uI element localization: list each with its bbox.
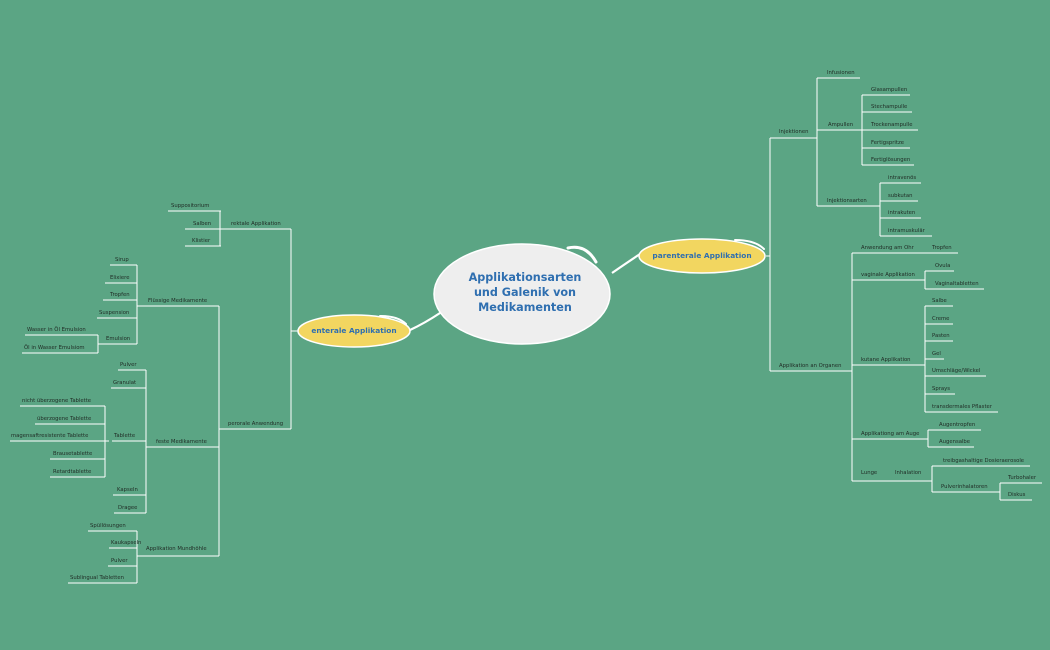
node-inhalation[interactable]: Inhalation (895, 470, 922, 476)
node-infusionen[interactable]: Infusionen (827, 70, 855, 76)
enteral-node-title[interactable]: enterale Applikation (311, 326, 397, 335)
node-vaginale-applikation[interactable]: vaginale Applikation (861, 272, 915, 278)
node-sublingual-tabletten[interactable]: Sublingual Tabletten (70, 575, 124, 581)
central-node-title: Applikationsarten und Galenik von Medika… (440, 270, 610, 315)
node-suppositorium[interactable]: Suppositorium (171, 203, 210, 209)
node-retardtablette[interactable]: Retardtablette (53, 469, 92, 475)
node-intrakuten[interactable]: intrakuten (888, 210, 916, 216)
central-title-line-1: Applikationsarten (468, 271, 582, 284)
node-injektionsarten[interactable]: Injektionsarten (827, 198, 867, 204)
node-pulver-mund[interactable]: Pulver (111, 558, 128, 564)
node-kapseln[interactable]: Kapseln (117, 487, 138, 493)
node-pulver-fest[interactable]: Pulver (120, 362, 137, 368)
node-tropfen-fluessig[interactable]: Tropfen (110, 292, 130, 298)
node-pulverinhalatoren[interactable]: Pulverinhalatoren (941, 484, 988, 490)
node-applikation-am-auge[interactable]: Applikationg am Auge (861, 431, 920, 437)
node-umschlaege-wickel[interactable]: Umschläge/Wickel (932, 368, 981, 374)
connector-enteral (409, 312, 441, 331)
enteral-node-swoosh (379, 315, 407, 325)
node-perorale-anwendung[interactable]: perorale Anwendung (228, 421, 284, 427)
node-dosieraerosole[interactable]: treibgashaltige Dosieraerosole (943, 458, 1025, 464)
central-node-shape (433, 243, 611, 345)
connector-parenteral (611, 253, 641, 274)
node-diskus[interactable]: Diskus (1008, 492, 1026, 498)
node-glasampullen[interactable]: Glasampullen (871, 87, 908, 93)
node-sprays[interactable]: Sprays (932, 386, 951, 392)
central-title-line-2: und Galenik von (473, 286, 577, 299)
node-injektionen[interactable]: Injektionen (779, 129, 809, 135)
node-creme[interactable]: Creme (932, 316, 950, 322)
node-ovula[interactable]: Ovula (935, 263, 951, 269)
node-intravenoes[interactable]: intravenös (888, 175, 917, 181)
node-augentropfen[interactable]: Augentropfen (939, 422, 976, 428)
central-title-line-3: Medikamenten (478, 301, 572, 314)
parenteral-node-shape (638, 238, 766, 274)
node-wasser-in-oel[interactable]: Wasser in Öl Emulsion (27, 327, 86, 333)
node-anwendung-am-ohr[interactable]: Anwendung am Ohr (861, 245, 914, 251)
node-ampullen[interactable]: Ampullen (828, 122, 854, 128)
parenteral-node-swoosh (734, 239, 765, 250)
node-granulat[interactable]: Granulat (113, 380, 137, 386)
node-tropfen-ohr[interactable]: Tropfen (932, 245, 952, 251)
node-dragee[interactable]: Dragee (118, 505, 138, 511)
node-lunge[interactable]: Lunge (861, 470, 878, 476)
node-rektale-applikation[interactable]: rektale Applikation (231, 221, 281, 227)
node-transdermales-pflaster[interactable]: transdermales Pflaster (932, 404, 992, 410)
node-pasten[interactable]: Pasten (932, 333, 950, 339)
node-sirup[interactable]: Sirup (115, 257, 129, 263)
node-suspension[interactable]: Suspension (99, 310, 130, 316)
node-subkutan[interactable]: subkutan (888, 193, 913, 199)
node-stechampulle[interactable]: Stechampulle (871, 104, 908, 110)
node-elixiere[interactable]: Elixiere (110, 275, 130, 281)
node-vaginaltabletten[interactable]: Vaginaltabletten (935, 281, 979, 287)
node-kaukapseln[interactable]: Kaukapseln (111, 540, 142, 546)
node-ueberzogene-tablette[interactable]: überzogene Tablette (37, 416, 92, 422)
central-node-swoosh (566, 245, 598, 264)
node-gel[interactable]: Gel (932, 351, 941, 357)
node-tablette[interactable]: Tablette (114, 433, 136, 439)
node-oel-in-wasser[interactable]: Öl in Wasser Emulsiom (24, 345, 85, 351)
node-fertigspritze[interactable]: Fertigspritze (871, 140, 904, 146)
branch-lines (10, 77, 1042, 584)
node-feste-medikamente[interactable]: feste Medikamente (156, 439, 207, 445)
node-magensaftresistente-tablette[interactable]: magensaftresistente Tablette (11, 433, 89, 439)
node-fertigloesungen[interactable]: Fertiglösungen (871, 157, 911, 163)
node-brausetablette[interactable]: Brausetablette (53, 451, 93, 457)
node-intramuskulaer[interactable]: intramuskulär (888, 228, 925, 234)
parenteral-node-title[interactable]: parenterale Applikation (652, 251, 752, 260)
node-trockenampulle[interactable]: Trockenampulle (871, 122, 913, 128)
node-emulsion[interactable]: Emulsion (106, 336, 131, 342)
node-kutane-applikation[interactable]: kutane Applikation (861, 357, 911, 363)
node-applikation-an-organen[interactable]: Applikation an Organen (779, 363, 842, 369)
node-salben[interactable]: Salben (193, 221, 212, 227)
node-spuelloesungen[interactable]: Spüllösungen (90, 523, 126, 529)
node-fluessige-medikamente[interactable]: Flüssige Medikamente (148, 298, 208, 304)
node-salbe[interactable]: Salbe (932, 298, 947, 304)
node-turbohaler[interactable]: Turbohaler (1008, 475, 1037, 481)
node-augensalbe[interactable]: Augensalbe (939, 439, 971, 445)
node-nicht-ueberzogene-tablette[interactable]: nicht überzogene Tablette (22, 398, 92, 404)
node-applikation-mundhoehle[interactable]: Applikation Mundhöhle (146, 546, 207, 552)
node-klistier[interactable]: Klistier (192, 238, 211, 244)
